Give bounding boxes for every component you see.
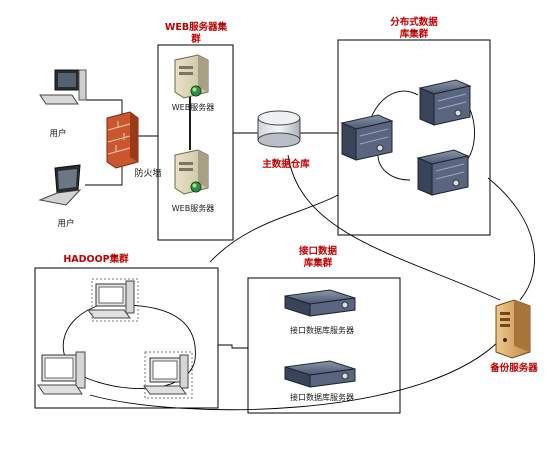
- link-dist-backup: [487, 177, 536, 301]
- rack-server-icon: [284, 289, 356, 317]
- web-server-label-bottom: WEB服务器: [172, 203, 214, 213]
- web-cluster-title-line2: 群: [190, 33, 201, 45]
- database-cylinder-icon: [257, 110, 301, 148]
- dist-server-left: [340, 114, 394, 161]
- iface-server-bottom: 接口数据库服务器: [284, 360, 356, 402]
- main-repo-label: 主数据仓库: [262, 158, 310, 170]
- distributed-cluster-box: [337, 39, 491, 236]
- interface-cluster-box: [247, 277, 401, 414]
- user-label-top: 用户: [49, 128, 66, 139]
- backup-server-icon: [495, 299, 531, 359]
- iface-server-label-top: 接口数据库服务器: [290, 325, 354, 335]
- link-user-top-firewall: [85, 99, 123, 118]
- main-data-repository: 主数据仓库: [257, 110, 310, 170]
- desktop-computer-icon: [39, 69, 87, 105]
- link-backup-hadoop: [89, 339, 501, 411]
- desktop-computer-icon: [87, 278, 139, 322]
- desktop-computer-icon: [143, 351, 193, 399]
- web-server-label-top: WEB服务器: [172, 102, 214, 112]
- desktop-computer-icon: [37, 351, 86, 395]
- tower-server-icon: [174, 149, 209, 195]
- web-cluster-title-line1: WEB服务器集: [165, 21, 228, 33]
- dist-ring-link-3: [377, 154, 411, 181]
- hadoop-node-bottom-left: [37, 351, 86, 395]
- link-iface-hadoop: [218, 344, 248, 349]
- rack-server-icon: [284, 360, 356, 388]
- hadoop-node-top: [87, 278, 139, 322]
- user-desktop-top: 用户: [39, 69, 87, 139]
- firewall-label: 防火墙: [134, 167, 161, 179]
- hadoop-cluster-title: HADOOP集群: [63, 253, 129, 265]
- firewall-icon: [106, 111, 139, 169]
- dist-server-top-right: [418, 79, 472, 126]
- user-laptop-bottom: 用户: [38, 164, 82, 229]
- rack-server-icon: [340, 114, 394, 161]
- rack-server-icon: [416, 149, 470, 196]
- backup-server-label: 备份服务器: [489, 362, 538, 374]
- user-label-bottom: 用户: [57, 218, 74, 229]
- firewall: 防火墙: [106, 111, 162, 179]
- dist-ring-link-1: [369, 90, 419, 121]
- web-server-top: WEB服务器: [172, 54, 214, 112]
- dist-cluster-title-line1: 分布式数据: [390, 16, 438, 28]
- web-cluster-box: [157, 44, 234, 241]
- laptop-icon: [38, 164, 82, 206]
- web-server-bottom: WEB服务器: [172, 149, 214, 213]
- dist-server-bottom-right: [416, 149, 470, 196]
- dist-cluster-title-line2: 库集群: [399, 28, 429, 40]
- hadoop-cluster-box: [34, 267, 219, 409]
- link-mainrepo-backup: [287, 154, 501, 301]
- link-dist-hadoop: [209, 194, 339, 263]
- tower-server-icon: [174, 54, 209, 99]
- hadoop-node-bottom-right: [143, 351, 193, 399]
- connection-lines: [62, 90, 536, 411]
- iface-server-top: 接口数据库服务器: [284, 289, 356, 335]
- link-user-bottom-firewall: [85, 158, 123, 186]
- iface-cluster-title-line2: 库集群: [303, 257, 333, 269]
- iface-server-label-bottom: 接口数据库服务器: [290, 392, 354, 402]
- backup-server: 备份服务器: [489, 299, 538, 374]
- rack-server-icon: [418, 79, 472, 126]
- iface-cluster-title-line1: 接口数据: [299, 245, 338, 257]
